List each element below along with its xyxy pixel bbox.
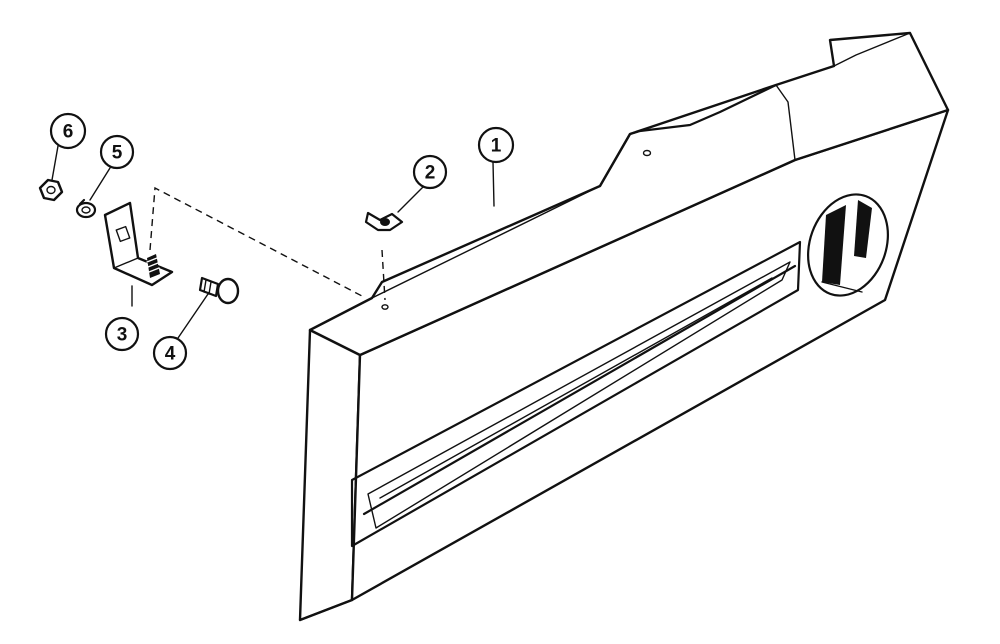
panel-fold-line <box>775 84 796 161</box>
hex-nut <box>38 178 64 202</box>
top-notch <box>598 83 778 188</box>
callout-3: 3 <box>104 316 140 352</box>
side-panel <box>298 31 950 622</box>
top-lip-line <box>833 32 911 67</box>
panel-edge-face <box>298 328 362 622</box>
callout-6: 6 <box>49 112 87 150</box>
lock-washer <box>75 198 97 219</box>
slot-inner <box>367 261 791 529</box>
leader-lines <box>51 145 495 339</box>
panel-bottom-edge <box>298 598 354 622</box>
callout-1: 1 <box>477 126 515 164</box>
assembly-line-wing-nut <box>381 249 386 301</box>
callout-2: 2 <box>412 154 448 190</box>
callout-1-label: 1 <box>491 136 502 157</box>
top-hole <box>642 149 652 157</box>
top-edge-inner-line <box>371 185 601 299</box>
assembly-line <box>149 186 363 297</box>
callout-2-label: 2 <box>425 163 436 184</box>
slot-ridge <box>362 264 797 516</box>
angle-bracket <box>103 201 174 287</box>
callout-6-label: 6 <box>63 122 74 143</box>
slot-outer <box>350 240 802 548</box>
slot-highlight <box>379 277 773 499</box>
callout-4-label: 4 <box>165 344 176 365</box>
carriage-bolt <box>198 276 240 305</box>
callout-5: 5 <box>99 134 135 170</box>
callout-4: 4 <box>152 335 188 371</box>
round-opening <box>807 193 889 297</box>
wing-nut <box>364 211 404 232</box>
callout-5-label: 5 <box>112 143 123 164</box>
callout-3-label: 3 <box>117 325 128 346</box>
mounting-hole <box>381 304 389 310</box>
